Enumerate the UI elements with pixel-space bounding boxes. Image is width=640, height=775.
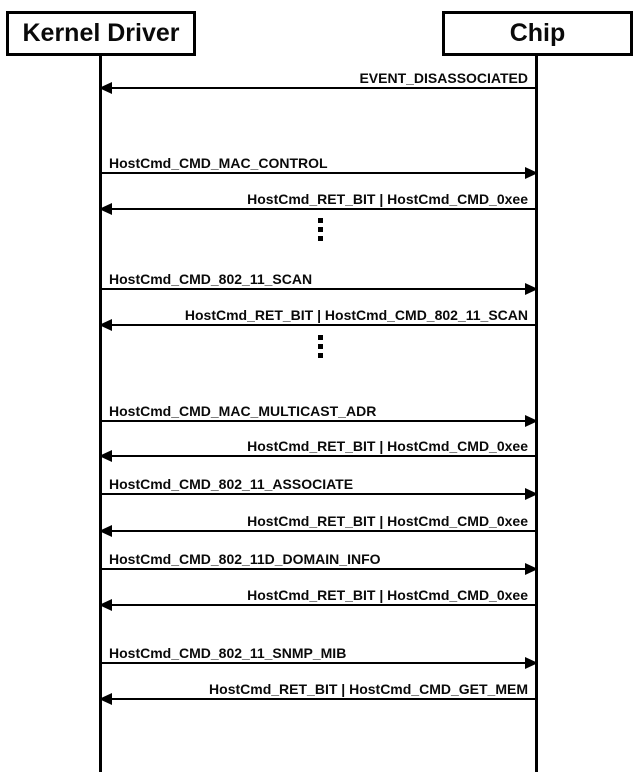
message-line [100, 662, 537, 664]
message-response: HostCmd_RET_BIT | HostCmd_CMD_0xee [99, 584, 537, 611]
arrowhead-left-icon [99, 319, 112, 331]
message-line [100, 324, 537, 326]
arrowhead-right-icon [525, 283, 538, 295]
message-line [100, 604, 537, 606]
arrowhead-right-icon [525, 488, 538, 500]
message-label: HostCmd_CMD_MAC_CONTROL [109, 155, 328, 171]
actor-label-chip: Chip [509, 19, 566, 47]
ellipsis-dot [318, 335, 323, 340]
actor-label-kernel-driver: Kernel Driver [22, 19, 180, 47]
message-label: HostCmd_RET_BIT | HostCmd_CMD_0xee [247, 587, 528, 603]
message-response: EVENT_DISASSOCIATED [99, 67, 537, 94]
ellipsis-dot [318, 236, 323, 241]
message-line [100, 172, 537, 174]
arrowhead-left-icon [99, 82, 112, 94]
message-label: HostCmd_CMD_802_11_ASSOCIATE [109, 476, 354, 492]
arrowhead-right-icon [525, 657, 538, 669]
actor-box-chip: Chip [442, 11, 633, 56]
message-response: HostCmd_RET_BIT | HostCmd_CMD_0xee [99, 435, 537, 462]
message-line [100, 87, 537, 89]
ellipsis-dot [318, 227, 323, 232]
ellipsis-dot [318, 344, 323, 349]
message-label: HostCmd_RET_BIT | HostCmd_CMD_0xee [247, 438, 528, 454]
message-label: HostCmd_CMD_MAC_MULTICAST_ADR [109, 403, 377, 419]
message-label: HostCmd_RET_BIT | HostCmd_CMD_0xee [247, 191, 528, 207]
message-line [100, 420, 537, 422]
message-label: HostCmd_CMD_802_11_SNMP_MIB [109, 645, 347, 661]
message-label: EVENT_DISASSOCIATED [359, 70, 528, 86]
message-line [100, 698, 537, 700]
message-line [100, 208, 537, 210]
message-request: HostCmd_CMD_802_11_SCAN [100, 268, 538, 295]
message-response: HostCmd_RET_BIT | HostCmd_CMD_GET_MEM [99, 678, 537, 705]
message-response: HostCmd_RET_BIT | HostCmd_CMD_0xee [99, 188, 537, 215]
message-line [100, 493, 537, 495]
message-response: HostCmd_RET_BIT | HostCmd_CMD_0xee [99, 510, 537, 537]
ellipsis-dot [318, 218, 323, 223]
message-line [100, 568, 537, 570]
message-request: HostCmd_CMD_MAC_CONTROL [100, 152, 538, 179]
message-request: HostCmd_CMD_802_11_SNMP_MIB [100, 642, 538, 669]
arrowhead-left-icon [99, 450, 112, 462]
actor-box-kernel-driver: Kernel Driver [6, 11, 196, 56]
message-label: HostCmd_CMD_802_11D_DOMAIN_INFO [109, 551, 381, 567]
arrowhead-right-icon [525, 563, 538, 575]
lifeline-kernel-driver [99, 56, 102, 772]
vertical-ellipsis [318, 218, 323, 241]
message-label: HostCmd_RET_BIT | HostCmd_CMD_0xee [247, 513, 528, 529]
message-request: HostCmd_CMD_802_11D_DOMAIN_INFO [100, 548, 538, 575]
message-line [100, 455, 537, 457]
message-label: HostCmd_CMD_802_11_SCAN [109, 271, 313, 287]
message-label: HostCmd_RET_BIT | HostCmd_CMD_802_11_SCA… [184, 307, 528, 323]
message-label: HostCmd_RET_BIT | HostCmd_CMD_GET_MEM [209, 681, 528, 697]
arrowhead-left-icon [99, 203, 112, 215]
arrowhead-right-icon [525, 415, 538, 427]
arrowhead-left-icon [99, 693, 112, 705]
arrowhead-left-icon [99, 525, 112, 537]
message-request: HostCmd_CMD_802_11_ASSOCIATE [100, 473, 538, 500]
ellipsis-dot [318, 353, 323, 358]
message-line [100, 530, 537, 532]
lifeline-chip [535, 56, 538, 772]
vertical-ellipsis [318, 335, 323, 358]
arrowhead-right-icon [525, 167, 538, 179]
message-response: HostCmd_RET_BIT | HostCmd_CMD_802_11_SCA… [99, 304, 537, 331]
message-request: HostCmd_CMD_MAC_MULTICAST_ADR [100, 400, 538, 427]
message-line [100, 288, 537, 290]
arrowhead-left-icon [99, 599, 112, 611]
